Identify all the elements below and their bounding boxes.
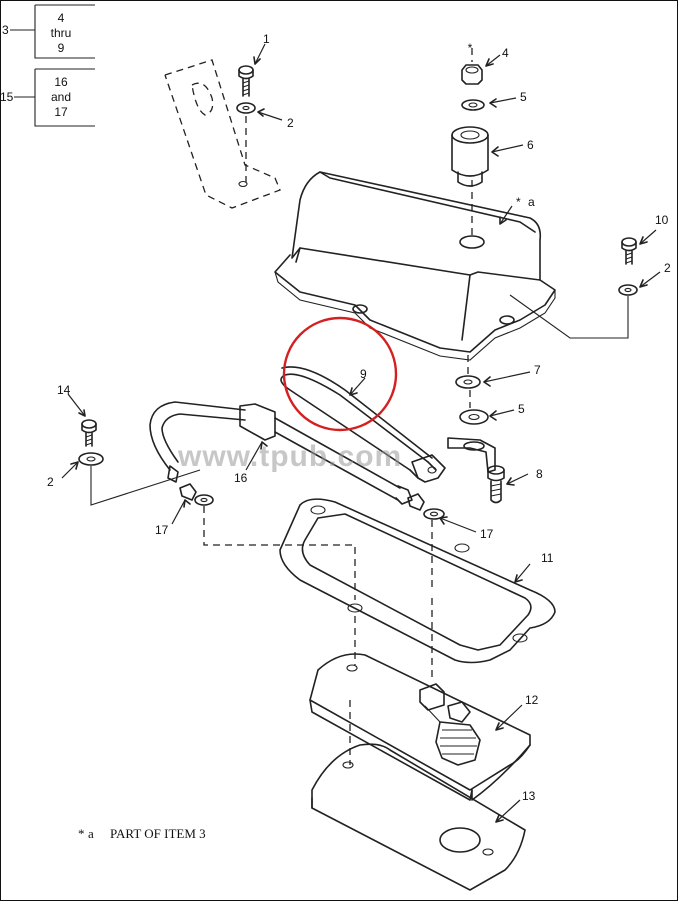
washer-item-5-lower [459,409,489,425]
connector-item-17-left [179,483,214,506]
callout-10: 10 [655,213,669,227]
callout-17-left: 17 [155,523,169,537]
callout-16: 16 [234,471,248,485]
washer-item-5-top [461,99,485,111]
lens-assembly-item-12 [309,653,531,801]
screw-item-14 [81,419,97,447]
lock-washer-item-2 [236,102,256,114]
callout-a: a [528,195,535,209]
callout-2-left: 2 [47,475,54,489]
callout-5: 5 [520,90,527,104]
callout-star: * [516,195,521,209]
housing-item-3 [274,171,556,361]
ref-box-line: thru [51,26,72,40]
washer-item-7 [455,375,481,389]
callout-6: 6 [527,138,534,152]
callout-8: 8 [536,467,543,481]
ref-box-items-4-9: 3 4 thru 9 [2,4,95,59]
screw-item-8 [487,465,505,504]
star-mark: * [468,41,473,55]
screw-item-1 [238,65,254,97]
lock-washer-item-2-left [78,452,104,466]
gasket-item-11 [279,498,556,664]
note-text: PART OF ITEM 3 [110,826,206,841]
leader-lines [61,43,661,823]
callout-2-right: 2 [664,261,671,275]
callout-1: 1 [263,32,270,46]
spacer-item-6 [451,126,489,187]
callout-labels: 1 2 4 * 5 6 * a 10 2 7 5 8 9 11 12 13 14… [47,32,671,803]
highlight-circle-item-9 [282,316,398,432]
note-star: * [78,826,85,841]
ref-box-line: 9 [58,41,65,55]
cover-item-13 [311,743,526,891]
callout-17-right: 17 [480,527,494,541]
cable-item-16 [149,401,413,505]
nut-item-4 [461,64,483,85]
ref-box-line: 17 [54,105,68,119]
terminal-bracket [447,437,496,473]
footnote: * a PART OF ITEM 3 [78,826,206,841]
lock-washer-item-2-right [618,284,638,296]
callout-2: 2 [287,116,294,130]
callout-5-lower: 5 [518,402,525,416]
callout-14: 14 [57,383,71,397]
watermark: www.tpub.com [177,440,402,473]
note-ref: a [88,826,94,841]
callout-9: 9 [360,367,367,381]
ref-box-items-16-17: 15 16 and 17 [0,68,95,127]
callout-4: 4 [502,46,509,60]
ref-box-line: and [51,90,71,104]
ref-box-line: 16 [54,75,68,89]
callout-12: 12 [525,693,539,707]
connector-item-17-right [407,493,445,520]
ref-box-callout: 3 [2,23,9,37]
callout-7: 7 [534,363,541,377]
ref-box-callout: 15 [0,90,14,104]
callout-11: 11 [541,551,554,565]
ref-box-line: 4 [58,11,65,25]
callout-13: 13 [522,789,536,803]
screw-item-10 [621,237,637,265]
mounting-bracket [164,59,281,209]
